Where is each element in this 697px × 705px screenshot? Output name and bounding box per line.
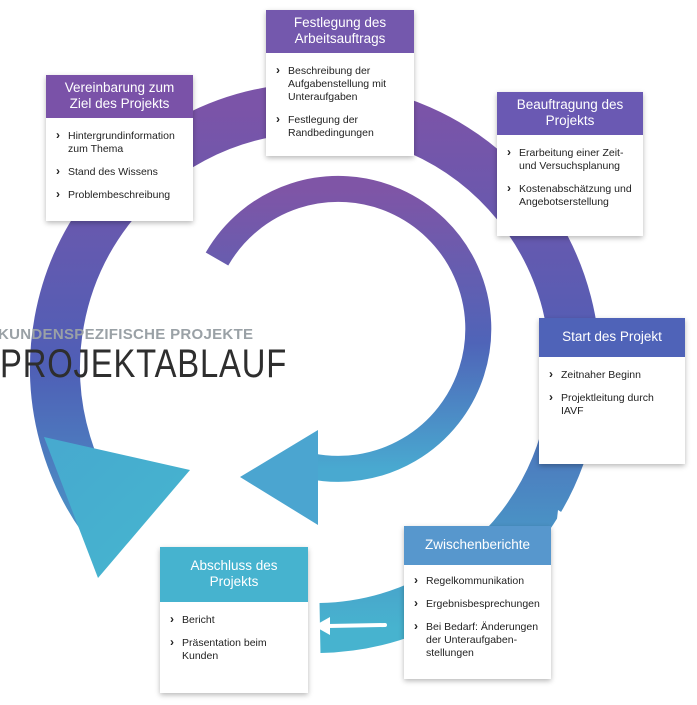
step-header: Start des Projekt [539,318,685,357]
step-box-goal: Vereinbarung zum Ziel des Projekts Hinte… [46,75,193,221]
step-item: Projektleitung durch IAVF [549,391,675,418]
step-header: Abschluss des Projekts [160,547,308,602]
step-box-assignment: Festlegung des Arbeitsauftrags Beschreib… [266,10,414,156]
step-item: Kostenabschätzung und Angebotserstellung [507,182,633,209]
step-item: Erarbeitung einer Zeit- und Versuchsplan… [507,146,633,173]
step-item: Ergebnisbesprechungen [414,597,541,611]
step-box-closing: Abschluss des Projekts Bericht Präsentat… [160,547,308,693]
page-title: PROJEKTABLAUF [0,342,288,386]
step-box-reports: Zwischenberichte Regelkommunikation Erge… [404,526,551,679]
step-item: Problembeschreibung [56,188,183,202]
step-item: Bei Bedarf: Änderungen der Unteraufgaben… [414,620,541,660]
outer-arrowhead [44,437,190,578]
step-item: Zeitnaher Beginn [549,368,675,382]
inner-arrowhead [240,430,318,525]
step-item: Hintergrundinformation zum Thema [56,129,183,156]
step-box-start: Start des Projekt Zeitnaher Beginn Proje… [539,318,685,464]
step-list: Hintergrundinformation zum Thema Stand d… [46,118,193,220]
step-box-commission: Beauftragung des Projekts Erarbeitung ei… [497,92,643,236]
direction-arrows [208,71,628,635]
step-header: Zwischenberichte [404,526,551,565]
step-item: Präsentation beim Kunden [170,636,298,663]
subtitle: KUNDENSPEZIFISCHE PROJEKTE [0,326,254,343]
step-header: Vereinbarung zum Ziel des Projekts [46,75,193,118]
step-item: Beschreibung der Aufgabenstellung mit Un… [276,64,404,104]
step-list: Zeitnaher Beginn Projektleitung durch IA… [539,357,685,436]
step-list: Regelkommunikation Ergebnisbesprechungen… [404,565,551,678]
step-header: Festlegung des Arbeitsauftrags [266,10,414,53]
step-header: Beauftragung des Projekts [497,92,643,135]
inner-arrow-band [205,175,492,482]
step-item: Regelkommunikation [414,574,541,588]
step-list: Beschreibung der Aufgabenstellung mit Un… [266,53,414,158]
step-item: Festlegung der Randbedingungen [276,113,404,140]
step-item: Bericht [170,613,298,627]
step-list: Bericht Präsentation beim Kunden [160,602,308,681]
step-item: Stand des Wissens [56,165,183,179]
step-list: Erarbeitung einer Zeit- und Versuchsplan… [497,135,643,227]
